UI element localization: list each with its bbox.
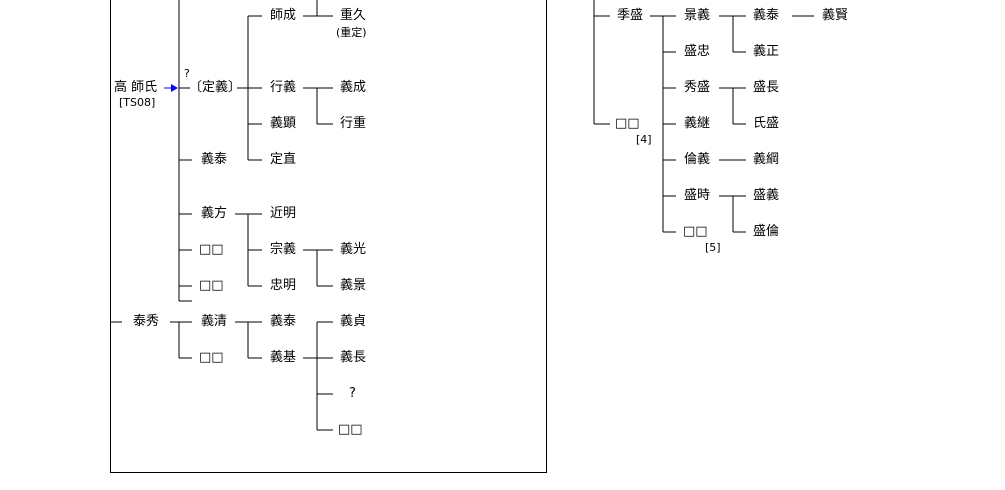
node-yoshisada: 義貞 [340, 314, 367, 329]
node-yoshiyasu-c: 義泰 [753, 8, 780, 23]
node-yoshiaki: 義顕 [270, 116, 297, 131]
node-yoshitsugu: 義継 [684, 116, 711, 131]
node-unknown-c: □□ [199, 350, 224, 365]
note-5: [5] [705, 241, 721, 254]
node-hidemori: 秀盛 [684, 80, 711, 95]
node-chikaaki: 近明 [270, 206, 297, 221]
node-shisei: 師成 [270, 8, 297, 23]
node-yoshitsuna: 義綱 [753, 152, 780, 167]
question-mark-bottom: ? [349, 386, 356, 401]
node-yoshiyasu-a: 義泰 [201, 152, 228, 167]
node-kageyoshi: 景義 [684, 8, 711, 23]
lineage-frame [110, 0, 547, 473]
note-4: [4] [636, 133, 652, 146]
node-unknown-e: □□ [615, 116, 640, 131]
node-muneyoshi: 宗義 [270, 242, 297, 257]
node-ko-moroji: 高 師氏 [114, 80, 158, 95]
node-unknown-a: □□ [199, 242, 224, 257]
node-yasuhide: 泰秀 [133, 314, 160, 329]
node-suemori: 季盛 [617, 8, 644, 23]
node-yoshimoto: 義基 [270, 350, 297, 365]
node-shigehisa-note: (重定) [336, 26, 367, 39]
node-yukishige: 行重 [340, 116, 367, 131]
node-yoshiyasu-b: 義泰 [270, 314, 297, 329]
node-moritada: 盛忠 [684, 44, 711, 59]
node-unknown-d: □□ [338, 422, 363, 437]
arrow-head-icon [171, 84, 178, 92]
node-morinori: 盛倫 [753, 224, 780, 239]
node-yoshinari: 義成 [340, 80, 367, 95]
node-unknown-b: □□ [199, 278, 224, 293]
node-ts08-code: [TS08] [119, 96, 156, 109]
question-mark-top: ? [184, 67, 190, 80]
node-sadanao: 定直 [270, 152, 297, 167]
node-yoshikata2: 義賢 [822, 8, 849, 23]
node-shigehisa: 重久 [340, 8, 367, 23]
node-morinaga: 盛長 [753, 80, 780, 95]
node-sadayoshi: 〔定義〕 [189, 80, 242, 95]
node-yoshimitsu: 義光 [340, 242, 367, 257]
node-yoshikiyo: 義清 [201, 314, 228, 329]
node-noriyoshi: 倫義 [684, 152, 711, 167]
node-tadaaki: 忠明 [270, 278, 297, 293]
node-yoshikata: 義方 [201, 206, 228, 221]
node-yoshikage: 義景 [340, 278, 367, 293]
node-moriyoshi: 盛義 [753, 188, 780, 203]
node-yoshinaga: 義長 [340, 350, 367, 365]
node-unknown-f: □□ [683, 224, 708, 239]
node-yoshimasa: 義正 [753, 44, 780, 59]
node-moritoki: 盛時 [684, 188, 711, 203]
node-yukiyoshi: 行義 [270, 80, 297, 95]
node-ujimori: 氏盛 [753, 116, 780, 131]
